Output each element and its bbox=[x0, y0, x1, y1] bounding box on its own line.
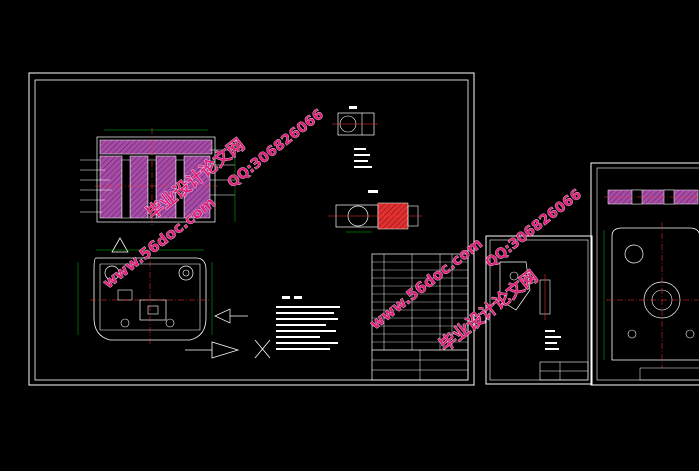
drawing-sheet-assembly bbox=[28, 72, 475, 386]
watermark-site-name: 毕业设计论文网 bbox=[435, 266, 542, 356]
technical-requirements-block bbox=[276, 296, 340, 350]
part-detail-top bbox=[332, 106, 378, 168]
drawing-sheet-part-2 bbox=[485, 235, 593, 385]
watermark-qq: QQ:306826066 bbox=[483, 186, 585, 271]
part-section-red bbox=[328, 190, 422, 233]
bill-of-materials-table bbox=[371, 253, 469, 381]
assembly-section-view bbox=[80, 128, 236, 226]
drawing-sheet-part-3 bbox=[590, 162, 699, 386]
assembly-plan-view bbox=[77, 237, 271, 359]
